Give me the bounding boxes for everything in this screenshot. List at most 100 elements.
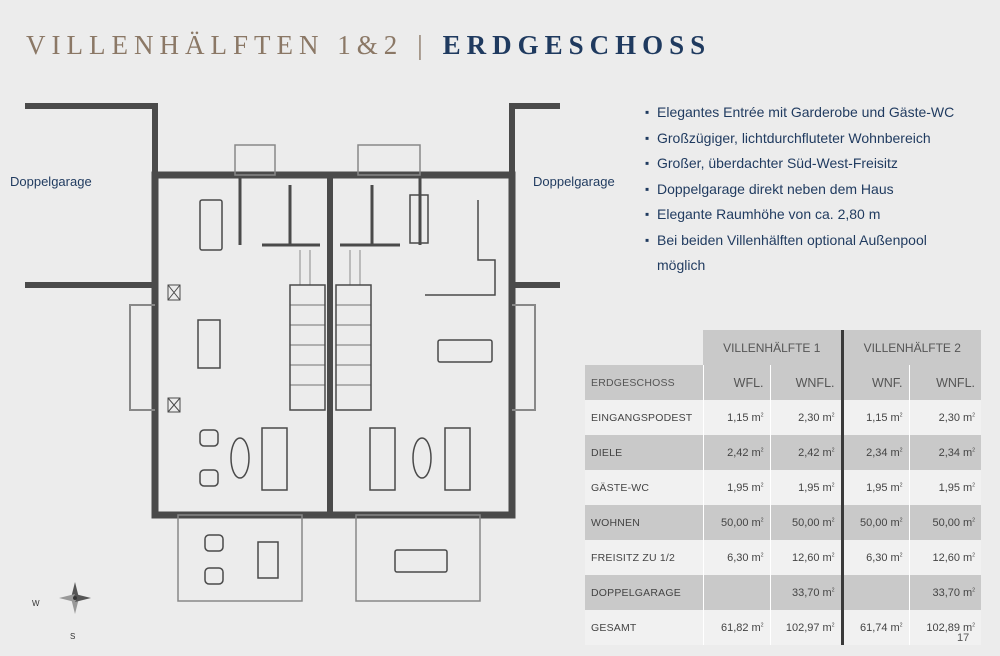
area-table: VILLENHÄLFTE 1 VILLENHÄLFTE 2 ERDGESCHOS… [585, 330, 981, 645]
unit-superscript: 2 [899, 621, 903, 628]
terrace-right [355, 514, 481, 602]
unit-superscript: 2 [899, 516, 903, 523]
value-wnf-2: 1,15 m2 [840, 400, 909, 435]
compass-south: S [70, 632, 76, 641]
value-wnfl-2: 12,60 m2 [908, 540, 981, 575]
bay-window-left [129, 304, 155, 411]
house-outer-wall [151, 171, 516, 519]
floor-plan: Doppelgarage Doppelgarage [0, 90, 615, 650]
compass-rose-icon [59, 582, 91, 614]
unit-superscript: 2 [972, 586, 975, 593]
unit-superscript: 2 [831, 516, 835, 523]
value-wnfl-1: 33,70 m2 [769, 575, 842, 610]
feature-item: Doppelgarage direkt neben dem Haus [645, 177, 954, 203]
value-wnfl-1: 2,30 m2 [769, 400, 842, 435]
value-wnf-2: 2,34 m2 [840, 435, 909, 470]
column-header-wfl-1: WFL. [702, 365, 770, 400]
feature-item: Elegante Raumhöhe von ca. 2,80 m [645, 202, 954, 228]
unit-superscript: 2 [899, 446, 903, 453]
value-wnfl-2: 102,89 m2 [908, 610, 981, 645]
feature-item: Großzügiger, lichtdurchfluteter Wohnbere… [645, 126, 954, 152]
row-label: DOPPELGARAGE [591, 586, 681, 599]
value-wnfl-2: 2,30 m2 [908, 400, 981, 435]
value-wnfl-2: 50,00 m2 [908, 505, 981, 540]
value-wnfl-1: 50,00 m2 [769, 505, 842, 540]
row-label: WOHNEN [591, 516, 641, 529]
title-right: ERDGESCHOSS [442, 30, 712, 60]
bay-window-right [512, 304, 536, 411]
value-wfl-1: 61,82 m2 [702, 610, 770, 645]
compass: W S [30, 580, 100, 641]
garage-right-wall [509, 103, 582, 288]
group-header-1: VILLENHÄLFTE 1 [703, 330, 842, 365]
garage-left-wall [25, 103, 158, 288]
unit-superscript: 2 [831, 551, 835, 558]
column-header-label: ERDGESCHOSS [591, 376, 675, 389]
value-wfl-1: 2,42 m2 [702, 435, 770, 470]
unit-superscript: 2 [760, 516, 764, 523]
unit-superscript: 2 [831, 586, 835, 593]
column-header-wnfl-2: WNFL. [908, 365, 981, 400]
unit-superscript: 2 [831, 621, 835, 628]
floor-plan-drawing [25, 103, 582, 602]
inner-walls-left [238, 175, 320, 247]
value-wnf-2: 61,74 m2 [840, 610, 909, 645]
feature-item: Bei beiden Villenhälften optional Außenp… [645, 228, 954, 254]
row-label: GÄSTE-WC [591, 481, 650, 494]
terrace-left [177, 514, 303, 602]
value-wnf-2: 50,00 m2 [840, 505, 909, 540]
value-wnf-2 [840, 575, 909, 610]
value-wnfl-1: 2,42 m2 [769, 435, 842, 470]
value-wnfl-1: 12,60 m2 [769, 540, 842, 575]
stairs-left [289, 284, 326, 411]
feature-item: Großer, überdachter Süd-West-Freisitz [645, 151, 954, 177]
group-header-2: VILLENHÄLFTE 2 [840, 330, 981, 365]
unit-superscript: 2 [972, 481, 975, 488]
value-wfl-1: 50,00 m2 [702, 505, 770, 540]
column-header-wnfl-1: WNFL. [769, 365, 842, 400]
value-wnfl-2: 33,70 m2 [908, 575, 981, 610]
unit-superscript: 2 [972, 446, 975, 453]
unit-superscript: 2 [760, 621, 764, 628]
unit-superscript: 2 [899, 481, 903, 488]
inner-walls-right [340, 175, 422, 247]
value-wnfl-2: 1,95 m2 [908, 470, 981, 505]
column-header-wnf-2: WNF. [840, 365, 909, 400]
unit-superscript: 2 [831, 481, 835, 488]
value-wfl-1 [702, 575, 770, 610]
table-row: DOPPELGARAGE 33,70 m2 33,70 m2 [585, 575, 981, 610]
feature-list: Elegantes Entrée mit Garderobe und Gäste… [645, 100, 954, 279]
value-wnfl-2: 2,34 m2 [908, 435, 981, 470]
row-label: EINGANGSPODEST [591, 411, 693, 424]
garage-label-left: Doppelgarage [10, 174, 92, 189]
value-wfl-1: 6,30 m2 [702, 540, 770, 575]
unit-superscript: 2 [831, 411, 835, 418]
value-wnfl-1: 102,97 m2 [769, 610, 842, 645]
feature-item-continuation: möglich [657, 257, 706, 273]
row-label: GESAMT [591, 621, 637, 634]
unit-superscript: 2 [899, 551, 903, 558]
garage-label-right: Doppelgarage [533, 174, 615, 189]
unit-superscript: 2 [899, 411, 903, 418]
row-label: DIELE [591, 446, 623, 459]
value-wnfl-1: 1,95 m2 [769, 470, 842, 505]
unit-superscript: 2 [972, 621, 975, 628]
value-wnf-2: 6,30 m2 [840, 540, 909, 575]
table-column-header: ERDGESCHOSS WFL. WNFL. WNF. WNFL. [585, 365, 981, 400]
value-wfl-1: 1,95 m2 [702, 470, 770, 505]
unit-superscript: 2 [760, 411, 764, 418]
stairs-right [335, 284, 372, 411]
unit-superscript: 2 [972, 516, 975, 523]
compass-west: W [32, 599, 40, 608]
table-group-header: VILLENHÄLFTE 1 VILLENHÄLFTE 2 [585, 330, 981, 365]
unit-superscript: 2 [760, 551, 764, 558]
feature-item: Elegantes Entrée mit Garderobe und Gäste… [645, 100, 954, 126]
value-wfl-1: 1,15 m2 [702, 400, 770, 435]
value-wnf-2: 1,95 m2 [840, 470, 909, 505]
